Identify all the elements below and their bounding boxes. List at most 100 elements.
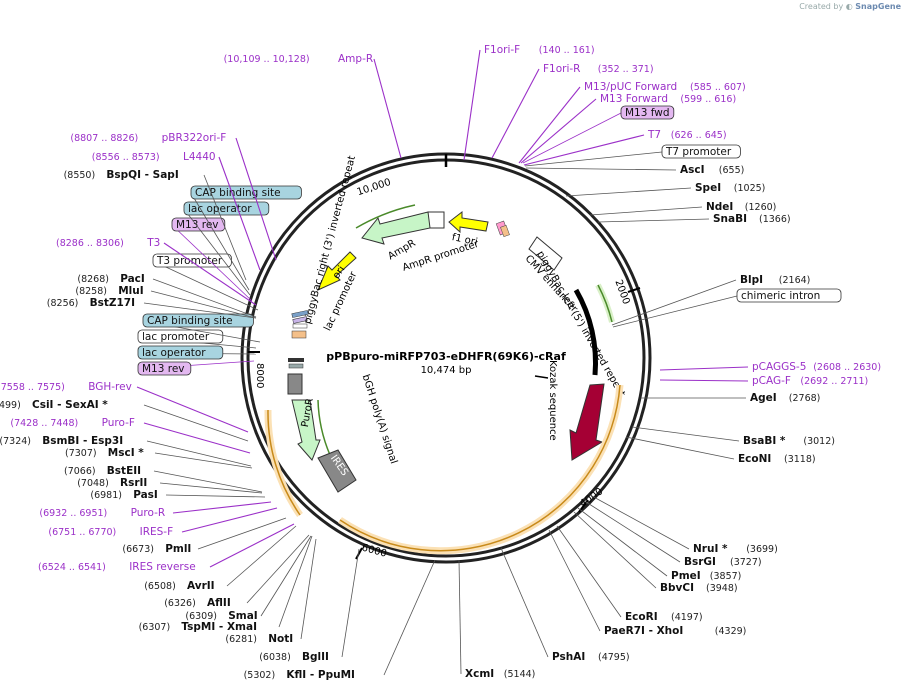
callout-name: T7 promoter [665, 146, 732, 158]
callout-label-enzyme[interactable]: PacI(8268) [77, 273, 144, 285]
callout-line [597, 218, 710, 223]
callout-line [190, 192, 250, 291]
callout-label-primer[interactable]: M13 Forward (599 .. 616) [600, 93, 736, 105]
callout-label-enzyme[interactable]: AvrII(6508) [144, 580, 214, 592]
callout-label-enzyme[interactable]: XcmI(5144) [465, 668, 535, 680]
callout-label-enzyme[interactable]: AscI(655) [680, 164, 744, 176]
feature-ampr-promoter[interactable] [427, 211, 445, 229]
callout-label-boxwhite[interactable]: lac promoter [137, 329, 224, 344]
callout-label-enzyme[interactable]: TspMI - XmaI(6307) [139, 621, 257, 633]
feature-ampr[interactable] [361, 211, 431, 245]
feature-ori[interactable] [317, 251, 357, 291]
callout-label-primer[interactable]: pBR322ori-F(8807 .. 8826) [70, 132, 226, 144]
feature-cmv-enhancer[interactable] [528, 236, 563, 271]
callout-name: SmaI [228, 610, 258, 622]
callout-label-enzyme[interactable]: EcoNI(3118) [738, 453, 816, 465]
callout-label-enzyme[interactable]: NotI (6281) [225, 633, 293, 645]
callout-label-enzyme[interactable]: PshAI(4795) [552, 651, 630, 663]
callout-name: CsiI - SexAI * [32, 399, 108, 411]
callout-box [736, 288, 842, 303]
feature-piggybac-right[interactable] [288, 358, 304, 362]
callout-label-primer[interactable]: L4440(8556 .. 8573) [92, 151, 216, 163]
callouts: Amp-R(10,109 .. 10,128) F1ori-F(140 .. 16… [0, 44, 881, 681]
callout-position: (3727) [730, 557, 762, 568]
callout-label-enzyme[interactable]: BsrGI(3727) [684, 556, 762, 568]
watermark-prefix: Created by [799, 2, 844, 11]
callout-line [523, 134, 645, 166]
callout-label-enzyme[interactable]: PmeI(3857) [671, 570, 741, 582]
callout-label-enzyme[interactable]: AgeI(2768) [750, 392, 820, 404]
callout-label-boxpurple[interactable]: M13 rev [171, 217, 226, 232]
callout-label-enzyme[interactable]: NdeI(1260) [706, 201, 776, 213]
callout-position: (6981) [90, 490, 122, 501]
callout-line [152, 278, 257, 318]
callout-label-boxpurple[interactable]: M13 fwd [620, 105, 675, 120]
callout-label-enzyme[interactable]: MluI(8258) [75, 285, 143, 297]
callout-label-primer[interactable]: M13/pUC Forward(585 .. 607) [584, 81, 746, 93]
callout-label-enzyme[interactable]: BspQI - SapI(8550) [64, 169, 179, 181]
callout-label-enzyme[interactable]: AflII(6326) [164, 597, 231, 609]
feature-mirfp703[interactable] [569, 383, 605, 461]
callout-label-enzyme[interactable]: BsaBI * (3012) [743, 435, 835, 447]
callout-label-primer[interactable]: Puro-R(6932 .. 6951) [39, 507, 165, 519]
callout-name: M13 Forward [600, 93, 668, 105]
feature-piggybac-left[interactable] [573, 288, 599, 376]
callout-name: NruI * [693, 543, 728, 555]
feature-bgh-polya[interactable] [287, 373, 303, 395]
callout-label-enzyme[interactable]: PmlI(6673) [122, 543, 191, 555]
feature-puror[interactable] [291, 399, 321, 461]
feature-ires[interactable] [317, 449, 357, 493]
callout-label-enzyme[interactable]: BsmBI - Esp3I(7324) [0, 435, 123, 447]
callout-label-enzyme[interactable]: BbvCI(3948) [660, 582, 738, 594]
callout-label-primer[interactable]: BGH-rev(7558 .. 7575) [0, 381, 132, 393]
callout-label-enzyme[interactable]: NruI *(3699) [693, 543, 778, 555]
callout-label-primer[interactable]: pCAG-F(2692 .. 2711) [752, 375, 868, 387]
callout-label-enzyme[interactable]: CsiI - SexAI *(7499) [0, 399, 108, 411]
callout-label-enzyme[interactable]: SmaI(6309) [185, 610, 257, 622]
callout-position: (6281) [225, 634, 257, 645]
callout-label-primer[interactable]: T3 (8286 .. 8306) [56, 237, 160, 249]
callout-label-enzyme[interactable]: KflI - PpuMI(5302) [244, 669, 355, 681]
callout-label-primer[interactable]: pCAGGS-5(2608 .. 2630) [752, 361, 881, 373]
callout-label-boxblue[interactable]: lac operator [183, 201, 270, 216]
callout-label-enzyme[interactable]: BlpI(2164) [740, 274, 810, 286]
callout-name: T3 [146, 237, 160, 249]
callout-label-primer[interactable]: T7(626 .. 645) [647, 129, 727, 141]
callout-position: (585 .. 607) [690, 82, 746, 93]
callout-label-boxblue[interactable]: CAP binding site [142, 313, 254, 328]
callout-label-primer[interactable]: IRES reverse(6524 .. 6541) [38, 561, 196, 573]
callout-label-enzyme[interactable]: RsrII(7048) [77, 477, 147, 489]
callout-label-enzyme[interactable]: SpeI(1025) [695, 182, 765, 194]
feature-f1-ori[interactable] [448, 210, 489, 234]
callout-label-boxblue[interactable]: CAP binding site [190, 185, 302, 200]
callout-label-enzyme[interactable]: BstZ17I(8256) [47, 297, 135, 309]
callout-label-enzyme[interactable]: PaeR7I - XhoI(4329) [604, 625, 746, 637]
callout-name: NotI [268, 633, 293, 645]
callout-position: (599 .. 616) [680, 94, 736, 105]
callout-line [235, 137, 277, 261]
callout-line [163, 242, 257, 306]
callout-name: M13 rev [142, 363, 185, 375]
callout-label-boxblue[interactable]: lac operator [137, 345, 224, 360]
callout-position: (3012) [803, 436, 835, 447]
callout-label-primer[interactable]: F1ori-R(352 .. 371) [543, 63, 654, 75]
callout-label-primer[interactable]: Amp-R(10,109 .. 10,128) [224, 53, 374, 65]
callout-line [524, 151, 663, 167]
callout-line [520, 98, 597, 164]
callout-label-primer[interactable]: Puro-F(7428 .. 7448) [10, 417, 135, 429]
callout-label-enzyme[interactable]: MscI *(7307) [65, 447, 144, 459]
callout-label-boxpurple[interactable]: M13 rev [137, 361, 192, 376]
callout-label-enzyme[interactable]: EcoRI(4197) [625, 611, 703, 623]
callout-label-primer[interactable]: IRES-F(6751 .. 6770) [48, 526, 173, 538]
callout-label-enzyme[interactable]: BstEII(7066) [64, 465, 141, 477]
callout-name: BsaBI * [743, 435, 786, 447]
callout-name: TspMI - XmaI [181, 621, 257, 633]
callout-label-boxwhite[interactable]: chimeric intron [736, 288, 842, 303]
callout-label-enzyme[interactable]: SnaBI(1366) [713, 213, 791, 225]
callout-position: (8286 .. 8306) [56, 238, 124, 249]
callout-label-enzyme[interactable]: PasI(6981) [90, 489, 157, 501]
callout-label-boxwhite[interactable]: T7 promoter [661, 144, 741, 159]
callout-label-enzyme[interactable]: BglII(6038) [259, 651, 329, 663]
callout-label-primer[interactable]: F1ori-F(140 .. 161) [484, 44, 595, 56]
